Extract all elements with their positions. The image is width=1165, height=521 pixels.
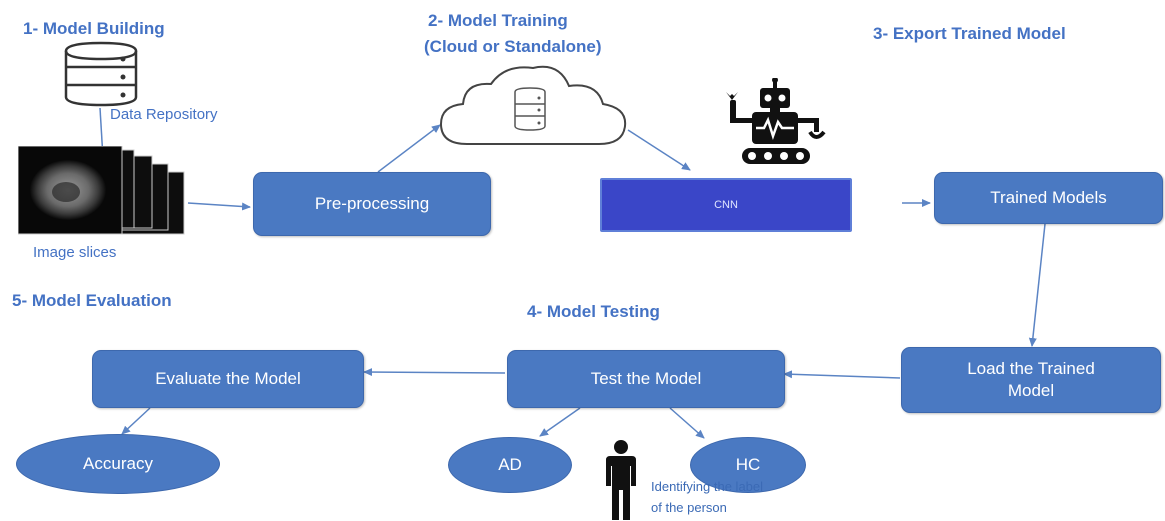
ad-ellipse: AD bbox=[448, 437, 572, 493]
arrow-evaluate-to-accuracy bbox=[121, 407, 151, 435]
arrow-test-to-hc bbox=[669, 407, 705, 439]
stage-title-export: 3- Export Trained Model bbox=[873, 24, 1066, 43]
arrow-slices-to-preprocessing bbox=[187, 202, 251, 211]
arrow-test-to-ad bbox=[539, 407, 581, 437]
evaluate-model-label: Evaluate the Model bbox=[155, 369, 301, 388]
preprocessing-box: Pre-processing bbox=[253, 172, 491, 236]
cnn-label: CNN bbox=[714, 199, 738, 211]
arrow-cloud-to-cnn bbox=[627, 129, 691, 171]
stage-title-model-training-sub: (Cloud or Standalone) bbox=[424, 37, 602, 56]
trained-models-label: Trained Models bbox=[990, 188, 1107, 207]
mri-slices-icon bbox=[18, 146, 185, 235]
cnn-box: CNN bbox=[600, 178, 852, 232]
load-trained-model-label-line1: Load the Trained bbox=[967, 359, 1095, 378]
load-trained-model-box: Load the Trained Model bbox=[901, 347, 1161, 413]
test-model-label: Test the Model bbox=[590, 369, 702, 388]
load-trained-model-label-line2: Model bbox=[1007, 381, 1055, 400]
database-icon bbox=[64, 41, 138, 107]
arrow-trained-to-load bbox=[1028, 223, 1046, 347]
identifying-label-line2: of the person bbox=[651, 500, 727, 515]
cloud-database-icon bbox=[439, 65, 627, 145]
robot-icon bbox=[726, 78, 826, 164]
arrow-load-to-test bbox=[783, 370, 901, 379]
accuracy-label: Accuracy bbox=[83, 454, 153, 473]
ad-label: AD bbox=[498, 455, 522, 474]
trained-models-box: Trained Models bbox=[934, 172, 1163, 224]
image-slices-label: Image slices bbox=[33, 244, 117, 261]
data-repository-label: Data Repository bbox=[110, 106, 218, 123]
arrow-test-to-evaluate bbox=[363, 368, 506, 377]
arrow-preprocessing-to-cloud bbox=[377, 124, 441, 173]
evaluate-model-box: Evaluate the Model bbox=[92, 350, 364, 408]
stage-title-model-building: 1- Model Building bbox=[23, 19, 165, 38]
stage-title-model-testing: 4- Model Testing bbox=[527, 302, 660, 321]
person-icon bbox=[606, 440, 636, 520]
hc-label: HC bbox=[735, 455, 761, 474]
test-model-box: Test the Model bbox=[507, 350, 785, 408]
stage-title-model-evaluation: 5- Model Evaluation bbox=[12, 291, 172, 310]
accuracy-ellipse: Accuracy bbox=[16, 434, 220, 494]
stage-title-model-training: 2- Model Training bbox=[428, 11, 568, 30]
preprocessing-label: Pre-processing bbox=[314, 194, 430, 213]
hc-ellipse: HC bbox=[690, 437, 806, 493]
identifying-label-line1: Identifying the label bbox=[651, 479, 764, 494]
